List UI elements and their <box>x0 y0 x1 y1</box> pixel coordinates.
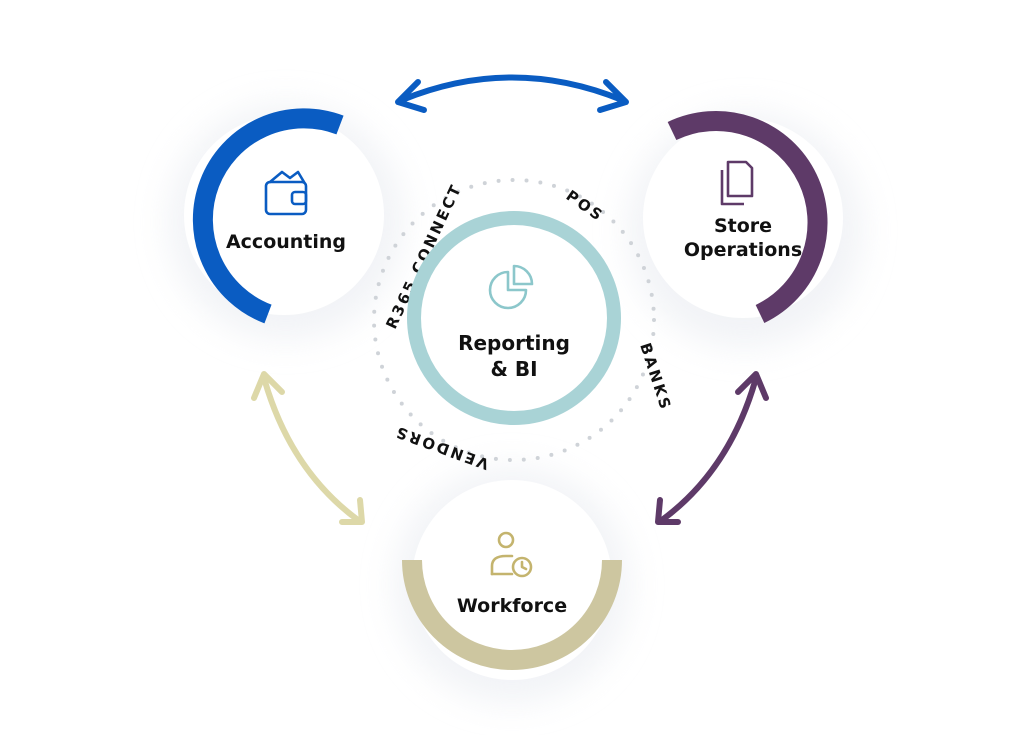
reporting-label-line1: Reporting <box>458 331 570 355</box>
store-operations-label-line2: Operations <box>684 239 802 261</box>
store-operations-node: Store Operations <box>643 111 843 324</box>
accounting-arc <box>192 108 344 324</box>
ring-label-vendors: VENDORS <box>392 422 492 473</box>
store-operations-label-line1: Store <box>714 215 772 237</box>
store-operations-arc <box>667 111 828 324</box>
workforce-circle <box>412 480 612 680</box>
ring-label-banks: BANKS <box>636 341 675 414</box>
workforce-arc <box>402 559 622 670</box>
arrow-accounting-workforce <box>251 371 365 525</box>
person-clock-icon <box>490 531 533 578</box>
workforce-label: Workforce <box>457 595 567 617</box>
reporting-ring <box>407 211 621 425</box>
arrow-store-workforce <box>655 371 769 525</box>
reporting-node: Reporting & BI <box>407 211 621 425</box>
pie-chart-icon <box>488 264 534 310</box>
workforce-node: Workforce <box>402 480 622 680</box>
wallet-icon <box>264 170 308 216</box>
ring-label-pos: POS <box>563 187 608 226</box>
accounting-node: Accounting <box>184 108 384 324</box>
arrow-accounting-store <box>395 74 629 113</box>
documents-icon <box>720 160 754 206</box>
connect-ring <box>372 178 656 462</box>
accounting-label: Accounting <box>226 231 346 253</box>
reporting-label-line2: & BI <box>490 357 537 381</box>
